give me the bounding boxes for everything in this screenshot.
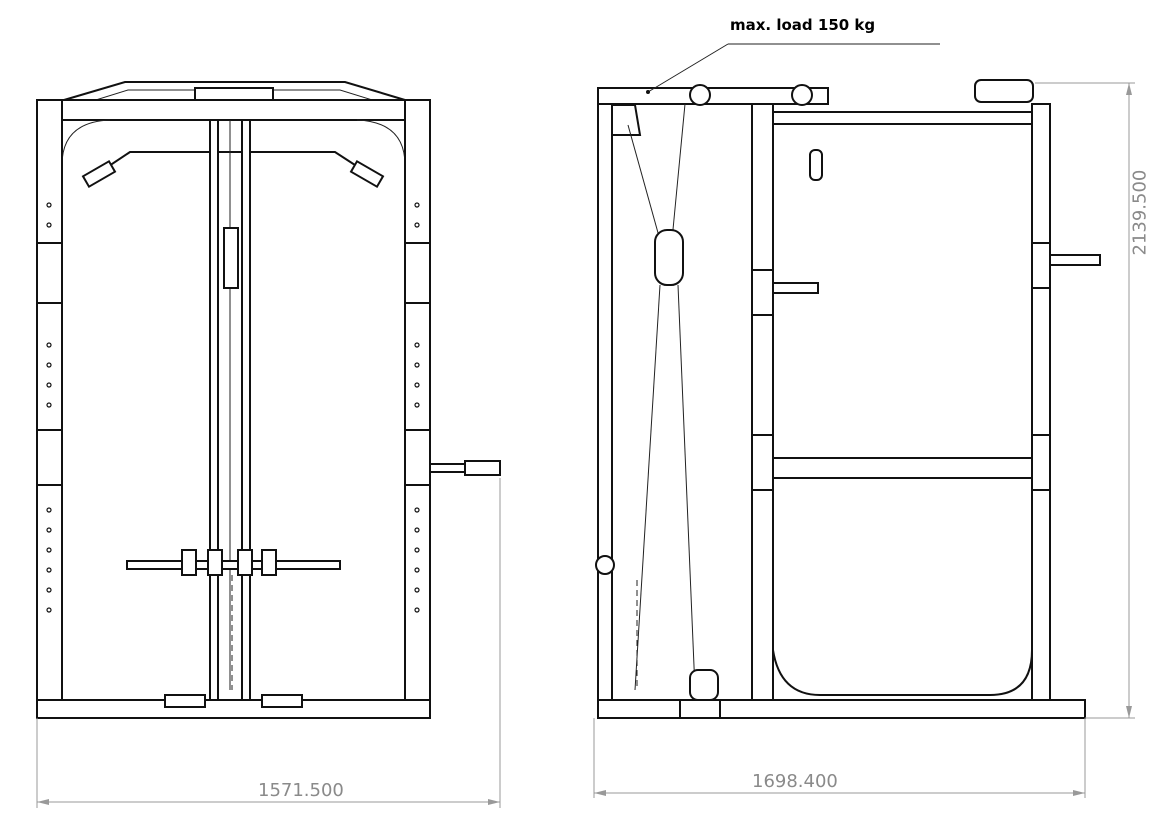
side-base: [597, 699, 1086, 719]
top-crossbar: [36, 99, 431, 121]
right-safety-collar: [404, 429, 431, 486]
back-weight-horn: [1049, 254, 1101, 266]
lat-pulldown-bar: [87, 151, 379, 181]
top-side-bar: [751, 111, 1051, 125]
front-base: [36, 699, 431, 719]
side-view: [595, 79, 1101, 719]
upright-holes: [46, 202, 420, 613]
left-j-hook: [36, 242, 63, 304]
safety-bar: [772, 457, 1033, 479]
hanging-handle: [809, 149, 823, 181]
low-pulley: [595, 555, 615, 575]
front-width-label: 1571.500: [258, 780, 344, 801]
center-guide-left: [209, 119, 219, 701]
top-handle: [974, 79, 1034, 103]
left-upright: [36, 99, 63, 719]
floating-pulley: [654, 229, 684, 286]
back-upright: [1031, 103, 1051, 719]
dimension-lines: [36, 82, 1135, 808]
lat-bar-left-grip: [81, 159, 117, 189]
front-weight-horn: [772, 282, 819, 294]
front-view: [36, 81, 501, 719]
left-safety-collar: [36, 429, 63, 486]
top-pulley-beam: [597, 87, 829, 105]
front-upright: [751, 103, 774, 719]
bottom-handle-left: [164, 694, 206, 708]
lat-bar-right-grip: [349, 159, 385, 189]
right-j-hook: [404, 242, 431, 304]
side-depth-label: 1698.400: [752, 771, 838, 792]
height-label: 2139.500: [1129, 169, 1151, 256]
lower-curve: [772, 649, 1033, 696]
cable-clip: [223, 227, 239, 289]
low-row-bar: [126, 560, 341, 570]
bottom-handle-right: [261, 694, 303, 708]
top-arch-bar: [63, 81, 406, 101]
center-guide-right: [241, 119, 251, 701]
max-load-label: max. load 150 kg: [730, 16, 876, 34]
rear-post: [597, 103, 613, 701]
right-upright: [404, 99, 431, 719]
leader-line: [647, 43, 729, 93]
max-load-callout: [646, 43, 940, 94]
